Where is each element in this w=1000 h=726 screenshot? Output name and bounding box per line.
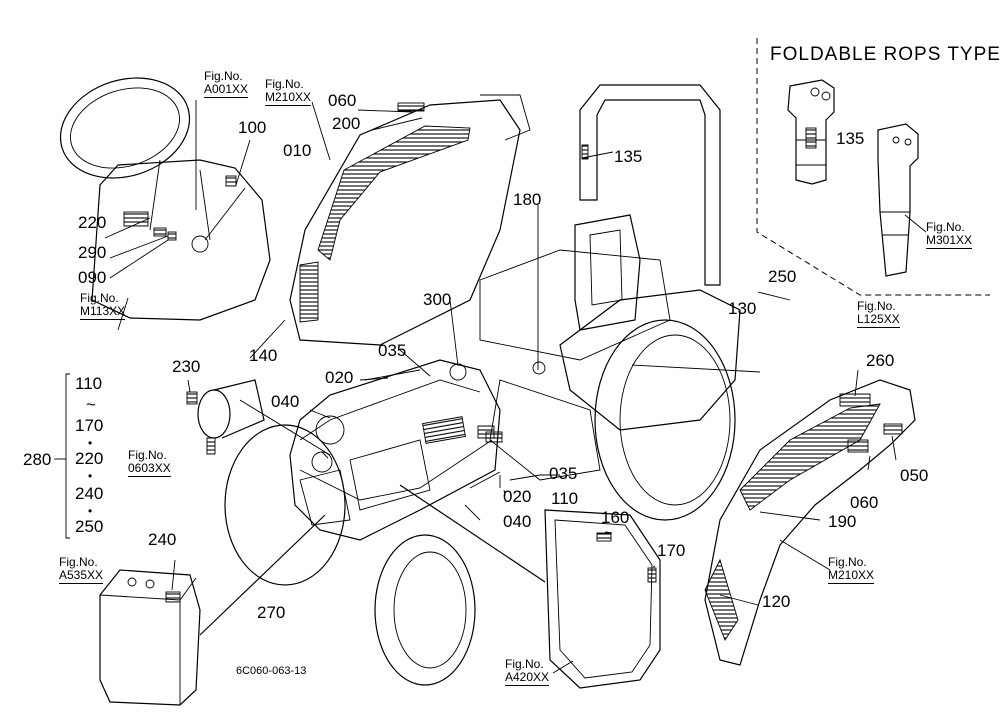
- range-tilde: ~: [86, 395, 96, 414]
- part-label-020a: 020: [325, 368, 354, 387]
- fig-ref-a420xx[interactable]: Fig.No. A420XX: [505, 657, 550, 686]
- fig-ref-label: Fig.No.: [204, 69, 243, 83]
- fender-icon: [704, 379, 916, 666]
- alternator-icon: [186, 379, 265, 455]
- fig-ref-number: A535XX: [59, 568, 104, 584]
- range-item-first: 110: [75, 374, 103, 393]
- part-label-270: 270: [257, 603, 286, 622]
- fig-ref-l125xx[interactable]: Fig.No. L125XX: [857, 300, 900, 328]
- range-item-fifth: 250: [75, 517, 104, 536]
- fig-ref-m210xx-top[interactable]: Fig.No. M210XX: [265, 77, 312, 106]
- part-label-090: 090: [78, 268, 107, 287]
- fig-ref-number: M301XX: [926, 233, 973, 249]
- fig-ref-label: Fig.No.: [857, 299, 896, 313]
- fig-ref-label: Fig.No.: [80, 291, 119, 305]
- rops-post-icon: [787, 79, 835, 185]
- fig-ref-number: M210XX: [828, 568, 875, 584]
- part-label-060: 060: [328, 91, 357, 110]
- part-label-110: 110: [551, 489, 579, 508]
- steering-dash-icon: [59, 77, 271, 321]
- part-label-100: 100: [238, 118, 267, 137]
- range-item-second: 170: [75, 416, 104, 435]
- fig-ref-0603xx[interactable]: Fig.No. 0603XX: [128, 449, 171, 477]
- part-label-200: 200: [332, 114, 361, 133]
- drawing-code: 6C060-063-13: [236, 665, 307, 677]
- part-label-230: 230: [172, 357, 201, 376]
- part-label-010: 010: [283, 141, 312, 160]
- part-label-190: 190: [828, 512, 857, 531]
- range-dot-1: •: [88, 436, 93, 450]
- inset-title: FOLDABLE ROPS TYPE: [770, 44, 1000, 65]
- part-label-035a: 035: [378, 341, 407, 360]
- part-label-240: 240: [148, 530, 177, 549]
- fig-ref-number: L125XX: [857, 312, 900, 328]
- part-label-050: 050: [900, 466, 929, 485]
- part-label-060b: 060: [850, 493, 879, 512]
- fig-ref-label: Fig.No.: [59, 555, 98, 569]
- part-label-020b: 020: [503, 487, 532, 506]
- range-item-fourth: 240: [75, 484, 104, 503]
- fig-ref-m301xx[interactable]: Fig.No. M301XX: [926, 220, 973, 249]
- part-label-280: 280: [23, 450, 52, 469]
- range-dot-2: •: [88, 469, 93, 483]
- part-label-035b: 035: [549, 464, 578, 483]
- fig-ref-label: Fig.No.: [265, 77, 304, 91]
- part-label-135b: 135: [836, 129, 865, 148]
- range-item-third: 220: [75, 449, 104, 468]
- part-label-250: 250: [768, 267, 797, 286]
- part-label-290: 290: [78, 243, 107, 262]
- fig-ref-a001xx[interactable]: Fig.No. A001XX: [204, 69, 249, 98]
- part-label-040a: 040: [271, 392, 300, 411]
- part-label-140: 140: [249, 346, 278, 365]
- part-label-170: 170: [657, 541, 686, 560]
- fig-ref-m210xx-bottom[interactable]: Fig.No. M210XX: [828, 555, 875, 584]
- fig-ref-label: Fig.No.: [128, 448, 167, 462]
- fig-ref-number: A001XX: [204, 82, 249, 98]
- part-label-260: 260: [866, 351, 895, 370]
- part-label-130: 130: [728, 299, 757, 318]
- part-label-160: 160: [601, 508, 630, 527]
- fig-ref-number: 0603XX: [128, 461, 171, 477]
- fig-ref-number: A420XX: [505, 670, 550, 686]
- fig-ref-number: M113XX: [80, 304, 126, 320]
- radiator-shroud-icon: [544, 509, 661, 689]
- fig-ref-label: Fig.No.: [926, 220, 965, 234]
- rops-post-folded-icon: [877, 123, 919, 277]
- part-label-120: 120: [762, 592, 791, 611]
- range-dot-3: •: [88, 504, 93, 518]
- fig-ref-m113xx[interactable]: Fig.No. M113XX: [80, 291, 126, 320]
- part-label-180: 180: [513, 190, 542, 209]
- battery-icon: [99, 569, 201, 706]
- fig-ref-label: Fig.No.: [505, 657, 544, 671]
- tractor-body-icon: [224, 84, 741, 686]
- fig-ref-a535xx[interactable]: Fig.No. A535XX: [59, 555, 104, 584]
- fig-ref-number: M210XX: [265, 90, 312, 106]
- part-label-135a: 135: [614, 147, 643, 166]
- fig-ref-label: Fig.No.: [828, 555, 867, 569]
- part-label-300: 300: [423, 290, 452, 309]
- side-panel-icon: [289, 94, 531, 346]
- part-label-040b: 040: [503, 512, 532, 531]
- part-label-220: 220: [78, 213, 107, 232]
- inset-border: [756, 38, 990, 296]
